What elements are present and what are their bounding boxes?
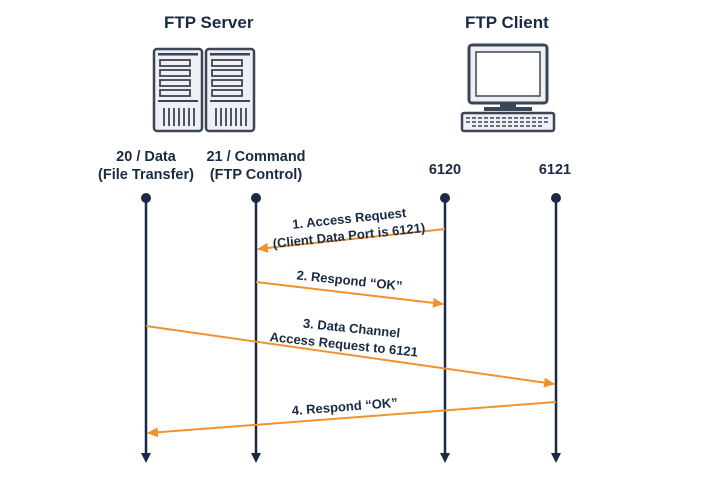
ftp-server-title: FTP Server <box>164 13 254 32</box>
port-label-20-line1: 20 / Data <box>116 149 176 165</box>
message-label-3: 3. Data Channel Access Request to 6121 <box>269 316 419 360</box>
lifeline-6120 <box>440 193 450 463</box>
port-label-6121: 6121 <box>520 161 590 179</box>
port-label-6120-line1: 6120 <box>428 162 462 178</box>
message-arrow-4 <box>147 401 557 438</box>
port-label-6121-line1: 6121 <box>538 162 572 178</box>
server-tower-right <box>204 47 256 133</box>
message-label-1: 1. Access Request (Client Data Port is 6… <box>272 205 426 251</box>
port-label-20-line2: (File Transfer) <box>98 167 194 183</box>
message-arrow-2 <box>255 281 444 308</box>
server-rack-icon <box>152 47 256 133</box>
lifeline-21-command <box>251 193 261 463</box>
desktop-computer-icon <box>460 43 556 133</box>
port-label-20: 20 / Data (File Transfer) <box>86 148 206 184</box>
port-label-6120: 6120 <box>410 161 480 179</box>
lifeline-20-data <box>141 193 151 463</box>
server-tower-left <box>152 47 204 133</box>
port-label-21-line2: (FTP Control) <box>209 167 303 183</box>
lifeline-6121 <box>551 193 561 463</box>
message-arrow-1 <box>257 228 446 253</box>
ftp-client-title: FTP Client <box>465 13 549 32</box>
port-label-21-line1: 21 / Command <box>206 149 306 165</box>
message-arrow-3 <box>145 325 555 388</box>
port-label-21: 21 / Command (FTP Control) <box>196 148 316 184</box>
